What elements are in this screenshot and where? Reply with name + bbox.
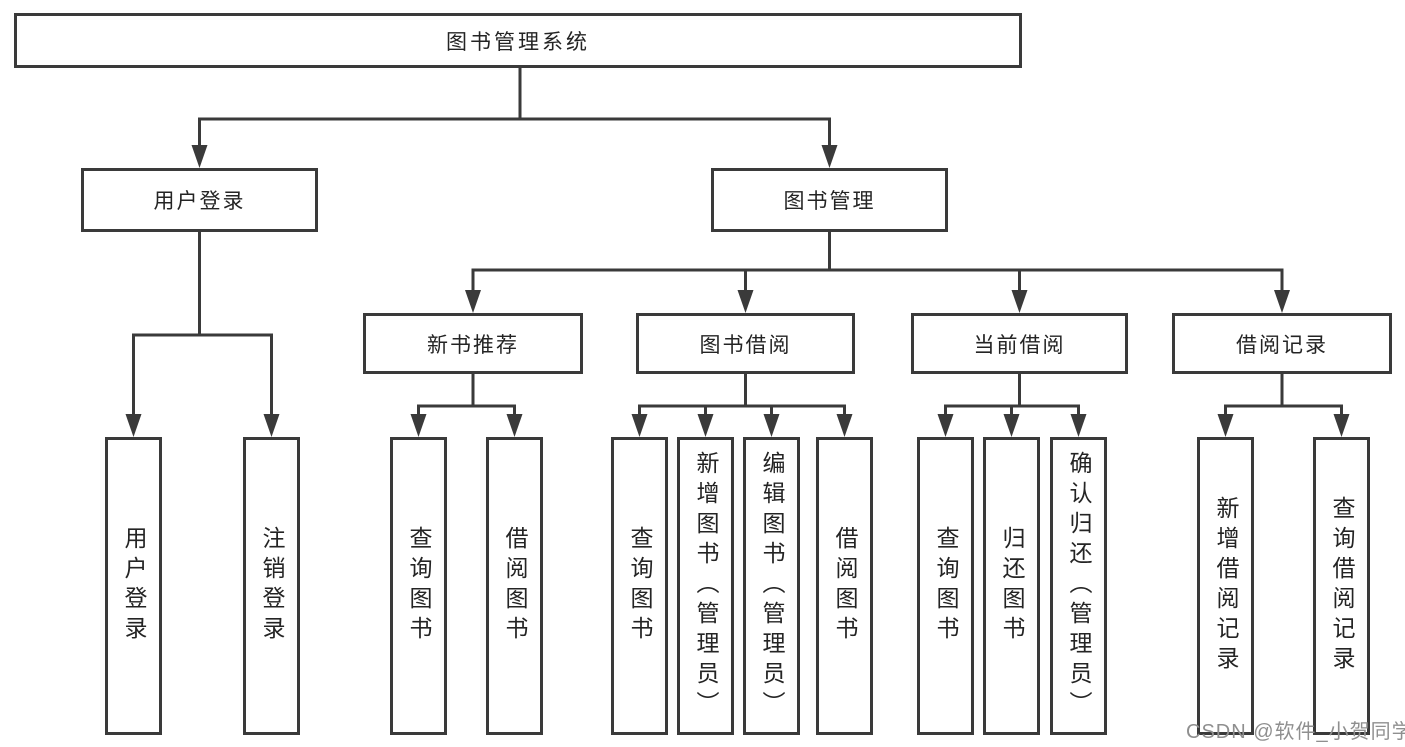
node-label: 编辑图书（管理员） [759, 451, 785, 721]
node-label: 用户登录 [121, 526, 147, 646]
node-label: 确认归还（管理员） [1066, 451, 1092, 721]
node-label: 用户登录 [153, 190, 246, 213]
leaf-add-borrow-record: 新增借阅记录 [1197, 437, 1254, 735]
node-label: 查询借阅记录 [1329, 496, 1355, 676]
leaf-borrow-book-under-recommend: 借阅图书 [486, 437, 543, 735]
node-book-borrow: 图书借阅 [636, 313, 855, 374]
leaf-borrow-book-under-borrow: 借阅图书 [816, 437, 873, 735]
node-label: 借阅图书 [832, 526, 858, 646]
node-user-login: 用户登录 [81, 168, 318, 232]
node-label: 归还图书 [999, 526, 1025, 646]
node-new-book-recommend: 新书推荐 [363, 313, 583, 374]
leaf-query-borrow-record: 查询借阅记录 [1313, 437, 1370, 735]
node-label: 图书借阅 [699, 333, 792, 357]
node-label: 当前借阅 [973, 333, 1066, 357]
leaf-query-book-under-recommend: 查询图书 [390, 437, 447, 735]
leaf-confirm-return-admin: 确认归还（管理员） [1050, 437, 1107, 735]
node-label: 新增借阅记录 [1213, 496, 1239, 676]
node-label: 查询图书 [406, 526, 432, 646]
leaf-user-login: 用户登录 [105, 437, 162, 735]
leaf-edit-book-admin: 编辑图书（管理员） [743, 437, 800, 735]
leaf-query-book-under-current: 查询图书 [917, 437, 974, 735]
node-label: 借阅图书 [502, 526, 528, 646]
node-current-borrow: 当前借阅 [911, 313, 1128, 374]
leaf-logout-login: 注销登录 [243, 437, 300, 735]
csdn-watermark: CSDN @软件_小贺同学 [1186, 721, 1405, 743]
node-borrow-record: 借阅记录 [1172, 313, 1392, 374]
leaf-return-book: 归还图书 [983, 437, 1040, 735]
node-label: 查询图书 [627, 526, 653, 646]
leaf-add-book-admin: 新增图书（管理员） [677, 437, 734, 735]
node-label: 新书推荐 [427, 333, 519, 357]
node-label: 查询图书 [933, 526, 959, 646]
arrowheads [125, 145, 1350, 437]
node-book-management: 图书管理 [711, 168, 948, 232]
leaf-query-book-under-borrow: 查询图书 [611, 437, 668, 735]
node-root-library-management-system: 图书管理系统 [14, 13, 1022, 68]
node-label: 图书管理系统 [446, 30, 590, 54]
node-label: 图书管理 [783, 190, 876, 213]
node-label: 注销登录 [259, 526, 285, 646]
node-label: 借阅记录 [1236, 333, 1328, 357]
node-label: 新增图书（管理员） [693, 451, 719, 721]
